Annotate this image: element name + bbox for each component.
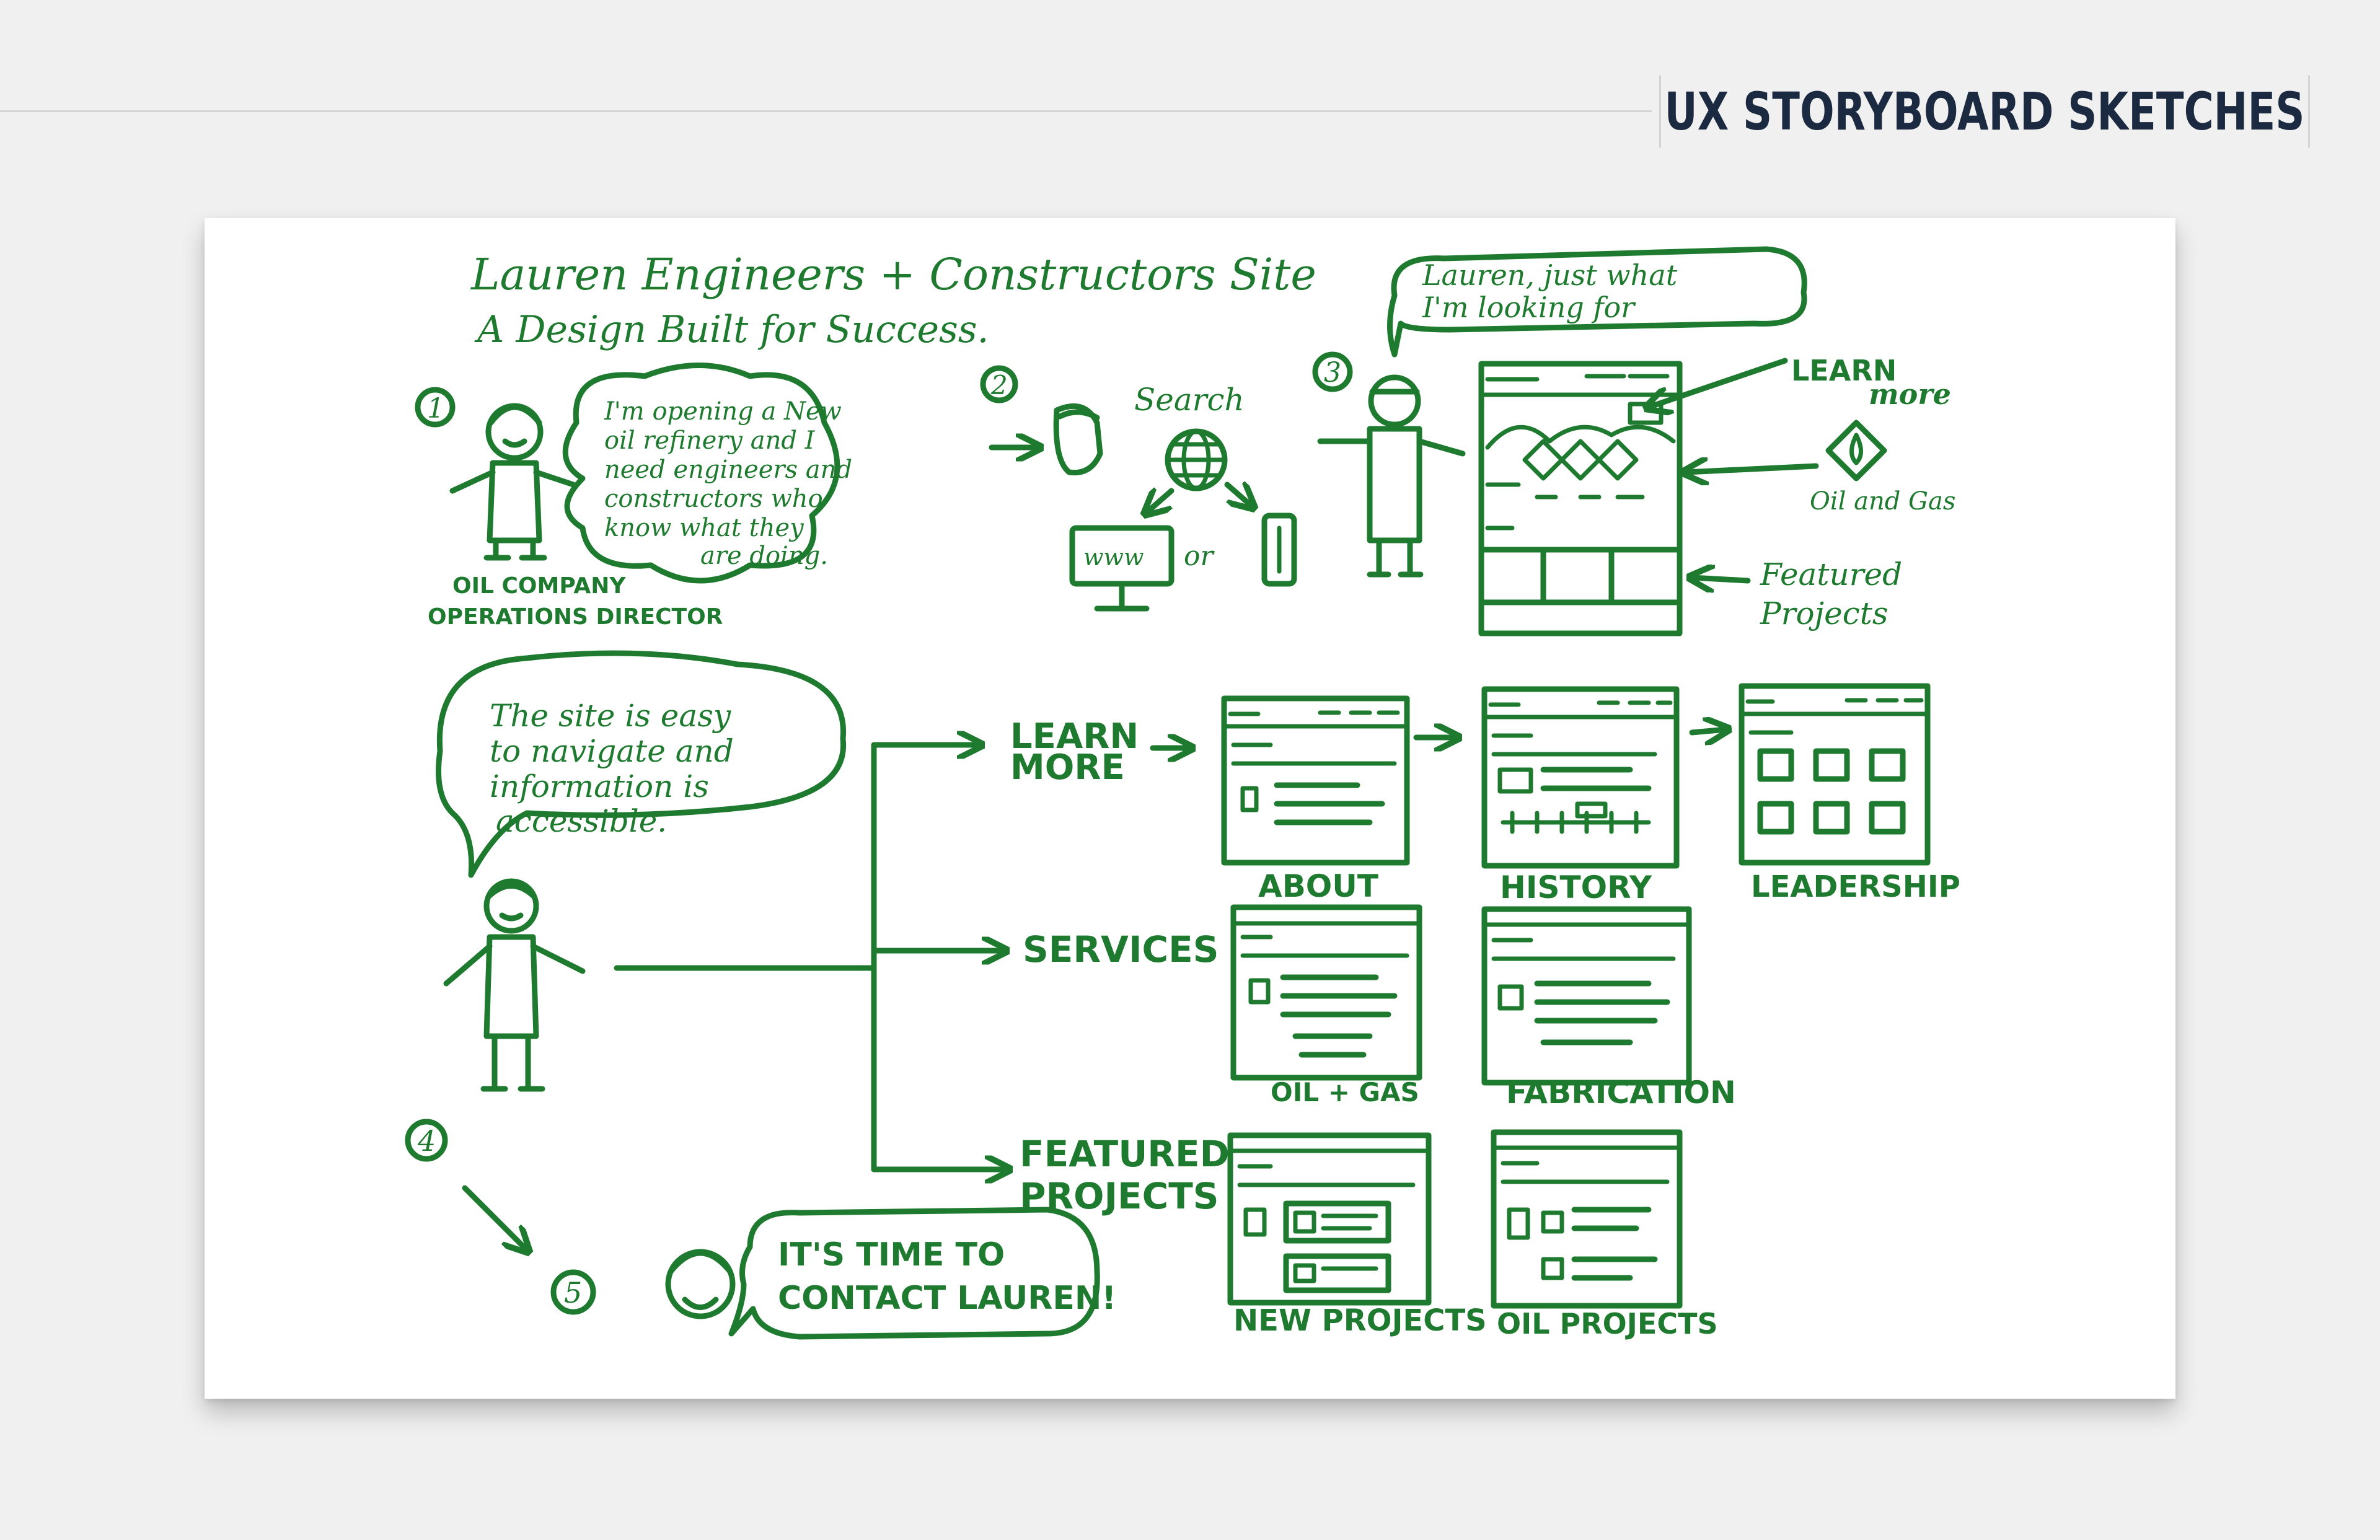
page-history-label: HISTORY bbox=[1500, 869, 1652, 905]
homepage-wireframe bbox=[1478, 361, 1683, 636]
title-divider-left bbox=[1659, 76, 1661, 147]
step-5-speech-bubble bbox=[728, 1207, 1100, 1340]
step-2: 2 Search www or bbox=[980, 365, 1297, 612]
header-rule bbox=[0, 110, 1652, 112]
about-wireframe bbox=[1221, 695, 1410, 866]
step-4: The site is easy to navigate and informa… bbox=[405, 650, 1960, 1340]
learn-more-pointer bbox=[1649, 358, 1788, 407]
oil-projects-wireframe bbox=[1491, 1129, 1683, 1309]
step-1: 1 I'm opening a New oil refinery and I n… bbox=[415, 363, 860, 630]
fabrication-wireframe bbox=[1481, 906, 1692, 1086]
new-projects-wireframe bbox=[1227, 1132, 1432, 1306]
step-3-number: 3 bbox=[1324, 357, 1341, 389]
step-1-role-label: OIL COMPANY OPERATIONS DIRECTOR bbox=[428, 573, 723, 630]
page-oil-projects-label: OIL PROJECTS bbox=[1497, 1307, 1718, 1340]
storyboard-sketch: Lauren Engineers + Constructors Site A D… bbox=[405, 246, 1960, 1340]
step-5-number: 5 bbox=[564, 1276, 582, 1309]
page-title: UX STORYBOARD SKETCHES bbox=[1664, 81, 2305, 142]
arrow-to-leadership bbox=[1689, 729, 1726, 733]
step-2-number: 2 bbox=[990, 370, 1008, 400]
branch-learn-more: LEARN MORE bbox=[1010, 716, 1151, 788]
step-5: 5 IT'S TIME TO CONTACT LAUREN! bbox=[462, 1185, 1116, 1340]
globe-icon bbox=[1165, 428, 1228, 491]
page-fabrication-label: FABRICATION bbox=[1506, 1075, 1736, 1111]
sketch-heading-2: A Design Built for Success. bbox=[474, 308, 989, 351]
oil-gas-wireframe bbox=[1230, 904, 1422, 1081]
page-new-projects-label: NEW PROJECTS bbox=[1233, 1303, 1487, 1338]
page-oil-gas-label: OIL + GAS bbox=[1271, 1077, 1419, 1107]
oil-and-gas-pointer bbox=[1686, 466, 1819, 472]
step-4-number: 4 bbox=[417, 1124, 436, 1158]
storyboard-card: Lauren Engineers + Constructors Site A D… bbox=[205, 218, 2175, 1399]
step-1-marker bbox=[415, 387, 456, 428]
title-divider-right bbox=[2308, 76, 2310, 147]
page-leadership-label: LEADERSHIP bbox=[1751, 869, 1960, 904]
mobile-phone-icon bbox=[1261, 513, 1297, 587]
contact-face-icon bbox=[665, 1249, 736, 1319]
search-label: Search bbox=[1134, 382, 1245, 418]
step-3-marker bbox=[1312, 351, 1353, 392]
branch-services: SERVICES bbox=[1023, 928, 1219, 970]
sketch-heading-1: Lauren Engineers + Constructors Site bbox=[470, 249, 1316, 300]
leadership-wireframe bbox=[1739, 683, 1931, 866]
featured-projects-callout: Featured Projects bbox=[1760, 557, 1912, 631]
step-1-speech-bubble bbox=[562, 363, 840, 584]
step-2-marker bbox=[980, 365, 1018, 403]
navigator-figure bbox=[443, 878, 586, 1092]
search-arrow-desktop bbox=[1147, 491, 1175, 513]
director-figure bbox=[449, 403, 576, 561]
oil-and-gas-icon bbox=[1825, 420, 1887, 482]
branch-featured-projects: FEATURED PROJECTS bbox=[1020, 1133, 1242, 1217]
step-3-speech-text: Lauren, just what I'm looking for bbox=[1422, 258, 1686, 324]
step-4-speech-bubble bbox=[436, 650, 847, 878]
step-4-to-5-arrow bbox=[462, 1185, 527, 1250]
step-3: 3 Lauren, just what I'm looking for bbox=[1312, 246, 1955, 636]
step-1-number: 1 bbox=[427, 393, 444, 425]
oil-and-gas-callout: Oil and Gas bbox=[1810, 487, 1955, 516]
step-1-speech-text: I'm opening a New oil refinery and I nee… bbox=[604, 397, 860, 570]
step-5-marker bbox=[550, 1269, 596, 1315]
featured-projects-pointer bbox=[1692, 578, 1751, 581]
learn-more-callout: LEARN more bbox=[1791, 354, 1951, 411]
www-label: www bbox=[1083, 543, 1144, 571]
step-5-speech-text: IT'S TIME TO CONTACT LAUREN! bbox=[778, 1236, 1116, 1317]
searcher-face-icon bbox=[1053, 403, 1103, 476]
desktop-icon bbox=[1069, 525, 1175, 612]
satisfied-figure bbox=[1317, 374, 1466, 578]
or-label: or bbox=[1184, 540, 1215, 572]
search-arrow-mobile bbox=[1224, 485, 1252, 506]
step-4-marker bbox=[405, 1119, 448, 1162]
step-3-speech-bubble bbox=[1387, 246, 1807, 358]
step-4-speech-text: The site is easy to navigate and informa… bbox=[490, 698, 744, 839]
history-wireframe bbox=[1481, 686, 1680, 869]
page-about-label: ABOUT bbox=[1258, 868, 1378, 904]
